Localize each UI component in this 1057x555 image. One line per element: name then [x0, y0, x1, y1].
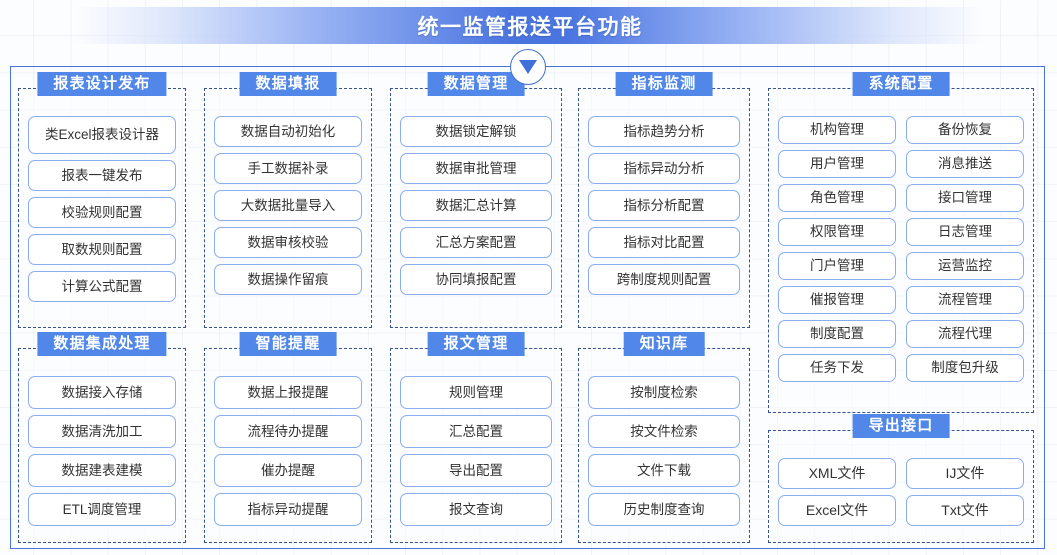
item-data-auto-init[interactable]: 数据自动初始化	[214, 116, 362, 147]
item-data-summary-calc[interactable]: 数据汇总计算	[400, 190, 552, 221]
group-indicator-monitoring: 指标监测 指标趋势分析 指标异动分析 指标分析配置 指标对比配置 跨制度规则配置	[578, 72, 750, 328]
item-data-audit-check[interactable]: 数据审核校验	[214, 227, 362, 258]
group-title-message-management: 报文管理	[427, 332, 525, 356]
page-title: 统一监管报送平台功能	[417, 15, 643, 39]
item-collaborative-fill-config[interactable]: 协同填报配置	[400, 264, 552, 295]
item-urge-reminder[interactable]: 催办提醒	[214, 454, 362, 487]
item-search-by-system[interactable]: 按制度检索	[588, 376, 740, 409]
group-title-indicator-monitoring: 指标监测	[615, 72, 713, 96]
item-data-ingest-storage[interactable]: 数据接入存储	[28, 376, 176, 409]
group-data-management: 数据管理 数据锁定解锁 数据审批管理 数据汇总计算 汇总方案配置 协同填报配置	[390, 72, 562, 328]
group-data-filling: 数据填报 数据自动初始化 手工数据补录 大数据批量导入 数据审核校验 数据操作留…	[204, 72, 372, 328]
triangle-down-icon	[510, 49, 546, 85]
item-data-operation-trace[interactable]: 数据操作留痕	[214, 264, 362, 295]
item-task-dispatch[interactable]: 任务下发	[778, 354, 896, 382]
item-summary-scheme-config[interactable]: 汇总方案配置	[400, 227, 552, 258]
item-one-click-publish[interactable]: 报表一键发布	[28, 160, 176, 191]
item-validation-rule-config[interactable]: 校验规则配置	[28, 197, 176, 228]
group-items-smart-reminder: 数据上报提醒 流程待办提醒 催办提醒 指标异动提醒	[214, 376, 362, 534]
item-excel-file[interactable]: Excel文件	[778, 495, 896, 526]
item-role-management[interactable]: 角色管理	[778, 184, 896, 212]
item-cross-system-rule-config[interactable]: 跨制度规则配置	[588, 264, 740, 295]
item-data-table-modeling[interactable]: 数据建表建模	[28, 454, 176, 487]
item-file-download[interactable]: 文件下载	[588, 454, 740, 487]
group-smart-reminder: 智能提醒 数据上报提醒 流程待办提醒 催办提醒 指标异动提醒	[204, 332, 372, 543]
item-indicator-analysis-config[interactable]: 指标分析配置	[588, 190, 740, 221]
item-etl-scheduling[interactable]: ETL调度管理	[28, 493, 176, 526]
item-operation-monitoring[interactable]: 运营监控	[906, 252, 1024, 280]
item-system-package-upgrade[interactable]: 制度包升级	[906, 354, 1024, 382]
group-title-smart-reminder: 智能提醒	[239, 332, 337, 356]
item-search-by-file[interactable]: 按文件检索	[588, 415, 740, 448]
group-items-export-interface: XML文件 IJ文件 Excel文件 Txt文件	[778, 458, 1024, 534]
group-items-indicator-monitoring: 指标趋势分析 指标异动分析 指标分析配置 指标对比配置 跨制度规则配置	[588, 116, 740, 319]
item-bulk-data-import[interactable]: 大数据批量导入	[214, 190, 362, 221]
item-indicator-compare-config[interactable]: 指标对比配置	[588, 227, 740, 258]
triangle-down-glyph	[519, 59, 537, 74]
item-message-query[interactable]: 报文查询	[400, 493, 552, 526]
item-data-report-reminder[interactable]: 数据上报提醒	[214, 376, 362, 409]
group-items-data-management: 数据锁定解锁 数据审批管理 数据汇总计算 汇总方案配置 协同填报配置	[400, 116, 552, 319]
group-items-data-filling: 数据自动初始化 手工数据补录 大数据批量导入 数据审核校验 数据操作留痕	[214, 116, 362, 319]
group-items-message-management: 规则管理 汇总配置 导出配置 报文查询	[400, 376, 552, 534]
item-workflow-management[interactable]: 流程管理	[906, 286, 1024, 314]
group-items-knowledge-base: 按制度检索 按文件检索 文件下载 历史制度查询	[588, 376, 740, 534]
item-export-config[interactable]: 导出配置	[400, 454, 552, 487]
item-indicator-anomaly-reminder[interactable]: 指标异动提醒	[214, 493, 362, 526]
group-title-system-config: 系统配置	[852, 72, 950, 96]
item-log-management[interactable]: 日志管理	[906, 218, 1024, 246]
item-portal-management[interactable]: 门户管理	[778, 252, 896, 280]
group-system-config: 系统配置 机构管理 备份恢复 用户管理 消息推送 角色管理 接口管理 权限管理 …	[768, 72, 1034, 413]
item-historical-system-query[interactable]: 历史制度查询	[588, 493, 740, 526]
item-rule-management[interactable]: 规则管理	[400, 376, 552, 409]
item-system-config-entry[interactable]: 制度配置	[778, 320, 896, 348]
item-txt-file[interactable]: Txt文件	[906, 495, 1024, 526]
item-data-approval-management[interactable]: 数据审批管理	[400, 153, 552, 184]
group-title-knowledge-base: 知识库	[623, 332, 705, 356]
item-workflow-agent[interactable]: 流程代理	[906, 320, 1024, 348]
item-indicator-trend-analysis[interactable]: 指标趋势分析	[588, 116, 740, 147]
group-title-report-design-publish: 报表设计发布	[37, 72, 167, 96]
group-title-data-filling: 数据填报	[239, 72, 337, 96]
group-title-export-interface: 导出接口	[852, 414, 950, 438]
group-items-system-config: 机构管理 备份恢复 用户管理 消息推送 角色管理 接口管理 权限管理 日志管理 …	[778, 116, 1024, 404]
item-indicator-anomaly-analysis[interactable]: 指标异动分析	[588, 153, 740, 184]
group-data-integration: 数据集成处理 数据接入存储 数据清洗加工 数据建表建模 ETL调度管理	[18, 332, 186, 543]
item-excel-report-designer[interactable]: 类Excel报表设计器	[28, 116, 176, 154]
group-report-design-publish: 报表设计发布 类Excel报表设计器 报表一键发布 校验规则配置 取数规则配置 …	[18, 72, 186, 328]
item-urge-report-management[interactable]: 催报管理	[778, 286, 896, 314]
item-formula-config[interactable]: 计算公式配置	[28, 271, 176, 302]
item-data-cleansing[interactable]: 数据清洗加工	[28, 415, 176, 448]
item-fetch-rule-config[interactable]: 取数规则配置	[28, 234, 176, 265]
item-interface-management[interactable]: 接口管理	[906, 184, 1024, 212]
group-items-data-integration: 数据接入存储 数据清洗加工 数据建表建模 ETL调度管理	[28, 376, 176, 534]
page-title-banner: 统一监管报送平台功能	[74, 7, 986, 44]
group-knowledge-base: 知识库 按制度检索 按文件检索 文件下载 历史制度查询	[578, 332, 750, 543]
item-backup-restore[interactable]: 备份恢复	[906, 116, 1024, 144]
item-ij-file[interactable]: IJ文件	[906, 458, 1024, 489]
item-workflow-todo-reminder[interactable]: 流程待办提醒	[214, 415, 362, 448]
item-org-management[interactable]: 机构管理	[778, 116, 896, 144]
group-export-interface: 导出接口 XML文件 IJ文件 Excel文件 Txt文件	[768, 414, 1034, 543]
group-items-report-design-publish: 类Excel报表设计器 报表一键发布 校验规则配置 取数规则配置 计算公式配置	[28, 116, 176, 319]
group-title-data-management: 数据管理	[427, 72, 525, 96]
item-manual-data-entry[interactable]: 手工数据补录	[214, 153, 362, 184]
group-message-management: 报文管理 规则管理 汇总配置 导出配置 报文查询	[390, 332, 562, 543]
item-data-lock-unlock[interactable]: 数据锁定解锁	[400, 116, 552, 147]
group-title-data-integration: 数据集成处理	[37, 332, 167, 356]
item-xml-file[interactable]: XML文件	[778, 458, 896, 489]
item-message-push[interactable]: 消息推送	[906, 150, 1024, 178]
item-permission-management[interactable]: 权限管理	[778, 218, 896, 246]
item-summary-config[interactable]: 汇总配置	[400, 415, 552, 448]
item-user-management[interactable]: 用户管理	[778, 150, 896, 178]
